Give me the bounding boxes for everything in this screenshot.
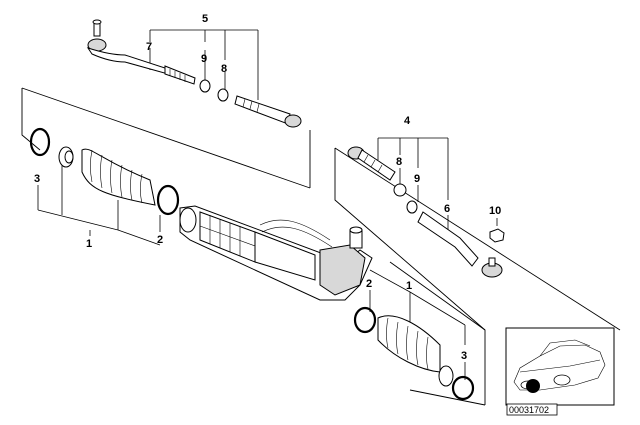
callout-8-top[interactable]: 8 xyxy=(221,63,227,75)
right-frame-bottom xyxy=(409,389,486,406)
pinion-valve-housing xyxy=(319,244,366,296)
location-marker-dot xyxy=(526,379,540,393)
right-frame-top xyxy=(334,147,621,331)
bellows-boot-left xyxy=(81,148,156,206)
callout-1-left[interactable]: 1 xyxy=(86,238,92,250)
clamp-ring-left-inner xyxy=(156,184,180,216)
clamp-right xyxy=(393,183,407,197)
collar-right xyxy=(438,365,454,387)
clamp-top xyxy=(217,88,229,102)
lock-nut-right xyxy=(406,200,418,214)
right-frame-edge xyxy=(334,148,486,405)
right-boot-set xyxy=(353,306,475,401)
tie-rod-end-arm-right xyxy=(417,211,479,267)
callout-1-right[interactable]: 1 xyxy=(406,280,412,292)
callout-5[interactable]: 5 xyxy=(202,13,208,25)
tie-rod-end-arm xyxy=(86,47,169,75)
vehicle-location-thumbnail: 00031702 xyxy=(505,327,615,416)
callout-2-left[interactable]: 2 xyxy=(157,234,163,246)
callout-8-right[interactable]: 8 xyxy=(396,156,402,168)
callout-7[interactable]: 7 xyxy=(146,41,152,53)
callout-4[interactable]: 4 xyxy=(404,115,411,127)
callout-6[interactable]: 6 xyxy=(444,203,450,215)
right-frame-mid xyxy=(389,261,486,331)
tie-rod-right-assembly xyxy=(347,146,505,278)
clamp-ring-right-inner xyxy=(353,306,377,334)
left-frame-top xyxy=(21,87,311,189)
clamp-ring-left xyxy=(29,127,51,157)
callouts: 5 7 9 8 3 1 2 4 8 9 6 10 2 1 3 xyxy=(34,13,501,362)
leader-lines xyxy=(37,29,498,380)
left-frame-edge xyxy=(21,88,41,151)
assembly-frames xyxy=(21,87,621,406)
callout-9-top[interactable]: 9 xyxy=(201,53,207,65)
left-boot-set xyxy=(29,127,180,216)
callout-10[interactable]: 10 xyxy=(489,205,501,217)
diagram-code-label: 00031702 xyxy=(509,405,549,415)
callout-3-left[interactable]: 3 xyxy=(34,173,40,185)
inner-tie-rod-right xyxy=(357,149,396,181)
self-locking-nut xyxy=(489,228,505,243)
lock-nut-top xyxy=(199,79,211,93)
callout-3-right[interactable]: 3 xyxy=(461,350,467,362)
tie-rod-top-assembly xyxy=(86,19,302,128)
clamp-ring-right xyxy=(451,375,475,401)
inner-ball-joint-top xyxy=(284,114,302,128)
steering-rack-housing xyxy=(179,205,373,301)
callout-2-right[interactable]: 2 xyxy=(366,278,372,290)
callout-9-right[interactable]: 9 xyxy=(414,173,420,185)
inner-tie-rod-top xyxy=(234,95,291,125)
thumbnail-frame xyxy=(505,327,615,406)
